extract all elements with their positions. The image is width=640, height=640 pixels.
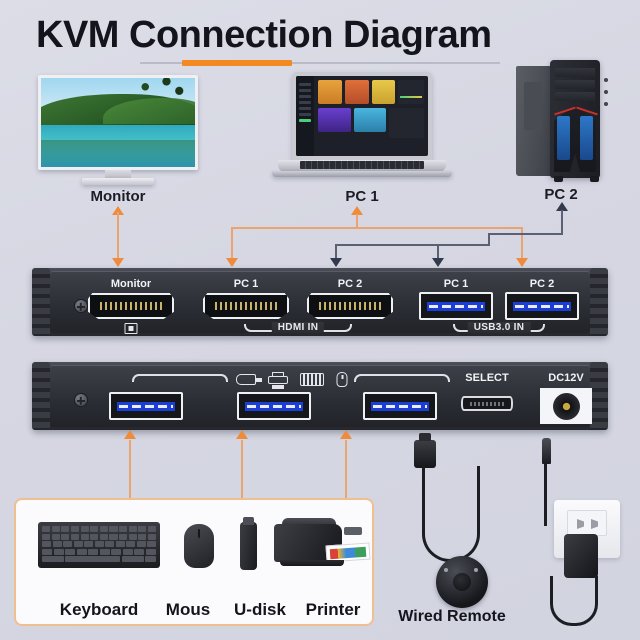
back-port-label-usb-pc1: PC 1 <box>443 278 469 290</box>
pc2-device-label: PC 2 <box>544 186 578 203</box>
peripheral-label-printer: Printer <box>305 600 361 619</box>
peripheral-link-line-1 <box>129 440 131 500</box>
wired-remote-label: Wired Remote <box>398 608 506 625</box>
mouse-icon <box>184 524 214 568</box>
pc2-link-stem <box>561 210 563 234</box>
peripheral-label-mouse: Mous <box>165 600 211 619</box>
back-port-label-monitor: Monitor <box>110 278 152 290</box>
peripheral-link-arrow-2 <box>236 430 248 439</box>
pc1-link-bus <box>231 227 523 229</box>
page-title: KVM Connection Diagram <box>36 14 492 56</box>
remote-cable <box>422 466 480 562</box>
pc2-link-drop-usb <box>437 244 439 260</box>
pc1-usb-arrow <box>516 258 528 267</box>
screw-icon <box>74 299 88 313</box>
rack-ear-left <box>32 268 50 336</box>
pc1-hdmi-arrow <box>226 258 238 267</box>
dc-plug-icon <box>542 438 551 464</box>
rack-ear-right <box>590 268 608 336</box>
pc1-link-stem <box>356 214 358 228</box>
pc2-link-arrow-up <box>556 202 568 211</box>
keyboard-icon <box>300 373 324 386</box>
usb3-port-pc2[interactable] <box>505 292 579 320</box>
pc1-link-arrow-up <box>351 206 363 215</box>
dc-cable <box>544 462 547 526</box>
peripheral-link-arrow-3 <box>340 430 352 439</box>
title-accent-bar <box>182 60 292 66</box>
peripheral-link-line-3 <box>345 440 347 500</box>
select-label: SELECT <box>465 372 509 384</box>
dc-power-label: DC12V <box>548 372 584 384</box>
pc2-device <box>516 60 608 182</box>
title-divider <box>140 62 500 64</box>
hdmi-group-label: HDMI IN <box>271 322 325 333</box>
printer-icon <box>268 372 288 389</box>
peripheral-label-keyboard: Keyboard <box>59 600 139 619</box>
remote-cable-tail <box>477 466 480 496</box>
usb3-port-pc1[interactable] <box>419 292 493 320</box>
pc2-link-drop-hdmi <box>335 244 337 260</box>
usb-flash-drive-icon <box>240 517 257 570</box>
monitor-device <box>38 75 198 185</box>
hdmi-port-monitor[interactable] <box>88 293 174 319</box>
pc1-link-drop-usb <box>521 227 523 260</box>
remote-usb-plug-icon <box>414 433 436 468</box>
back-port-label-hdmi-pc2: PC 2 <box>337 278 363 290</box>
front-usb3-port-2[interactable] <box>237 392 311 420</box>
peripheral-link-arrow-1 <box>124 430 136 439</box>
hdmi-port-pc1[interactable] <box>203 293 289 319</box>
keyboard-icon <box>38 522 160 568</box>
front-usb3-port-3[interactable] <box>363 392 437 420</box>
dc12v-power-jack[interactable] <box>540 388 592 424</box>
laptop-icon <box>292 72 432 160</box>
pc2-usb-arrow <box>432 258 444 267</box>
monitor-link-line <box>117 212 119 260</box>
front-group-brace-right <box>354 374 450 382</box>
screw-icon <box>74 393 88 407</box>
monitor-icon <box>38 75 198 170</box>
wired-remote-icon[interactable] <box>436 556 488 608</box>
usb-plug-icon <box>236 374 262 385</box>
pc2-hdmi-arrow <box>330 258 342 267</box>
hdmi-port-pc2[interactable] <box>307 293 393 319</box>
rack-ear-right <box>590 362 608 430</box>
display-out-icon <box>124 323 138 334</box>
power-adapter-icon <box>564 534 598 578</box>
monitor-link-arrow-down <box>112 258 124 267</box>
printer-icon <box>274 518 371 570</box>
pc1-device <box>272 72 452 184</box>
peripheral-link-line-2 <box>241 440 243 500</box>
select-micro-usb-port[interactable] <box>461 396 513 411</box>
usb-group-label: USB3.0 IN <box>467 322 531 333</box>
pc1-device-label: PC 1 <box>345 188 379 205</box>
adapter-cable <box>550 576 598 626</box>
pc2-link-riser <box>488 233 490 245</box>
mouse-icon <box>336 372 348 387</box>
peripheral-label-udisk: U-disk <box>234 600 286 619</box>
pc2-link-bus-lower <box>335 244 490 246</box>
monitor-link-arrow-up <box>112 206 124 215</box>
back-port-label-usb-pc2: PC 2 <box>529 278 555 290</box>
rack-ear-left <box>32 362 50 430</box>
back-port-label-hdmi-pc1: PC 1 <box>233 278 259 290</box>
kvm-back-panel: Monitor PC 1 PC 2 HDMI IN PC 1 PC 2 USB3… <box>32 268 608 336</box>
peripherals-group: Keyboard Mous U-disk Printer <box>14 498 374 626</box>
wired-remote-group: Wired Remote <box>392 433 512 628</box>
kvm-front-panel: SELECT DC12V <box>32 362 608 430</box>
pc2-link-bus-upper <box>488 233 563 235</box>
front-usb3-port-1[interactable] <box>109 392 183 420</box>
power-adapter-group <box>506 438 626 628</box>
pc1-link-drop-hdmi <box>231 227 233 260</box>
monitor-device-label: Monitor <box>90 188 146 205</box>
desktop-tower-icon <box>550 60 600 178</box>
front-group-brace-left <box>132 374 228 382</box>
